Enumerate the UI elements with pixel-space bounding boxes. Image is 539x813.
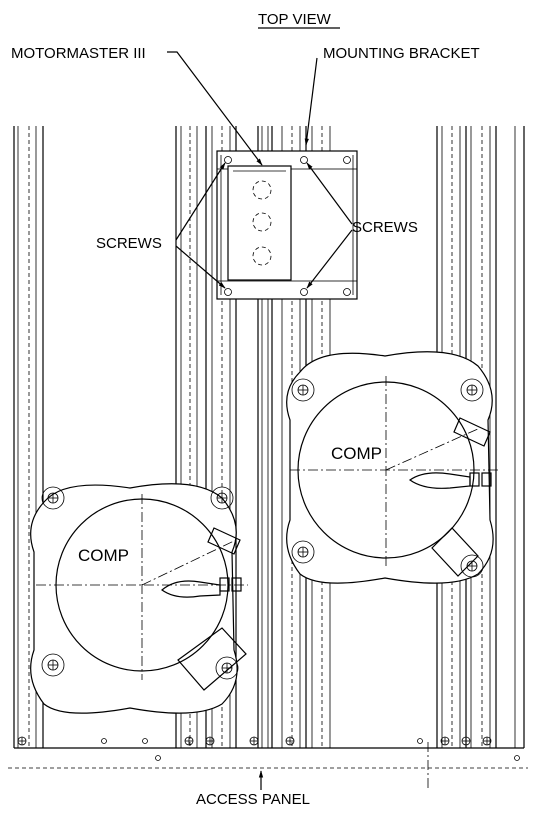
mounting-bracket-label: MOUNTING BRACKET: [323, 45, 480, 62]
compressor-right: [286, 351, 500, 584]
access-panel-label: ACCESS PANEL: [196, 791, 310, 808]
top-view-title: TOP VIEW: [258, 11, 332, 28]
screws-right-label: SCREWS: [352, 219, 418, 236]
base-rail: [14, 736, 524, 761]
motormaster-box: [227, 165, 292, 281]
mounting-bracket-leader: [304, 57, 318, 146]
motormaster-label: MOTORMASTER III: [11, 45, 146, 62]
compressor-left-label: COMP: [78, 546, 129, 565]
motormaster-leader: [167, 51, 263, 166]
screws-left-leader-bottom: [175, 245, 226, 289]
screws: [224, 156, 351, 296]
screws-right-leader-top: [306, 162, 353, 225]
screws-right-leader-bottom: [306, 229, 353, 289]
screws-left-leader-top: [175, 162, 226, 241]
compressor-right-label: COMP: [331, 444, 382, 463]
compressor-left: [30, 483, 248, 714]
screws-left-label: SCREWS: [96, 235, 162, 252]
